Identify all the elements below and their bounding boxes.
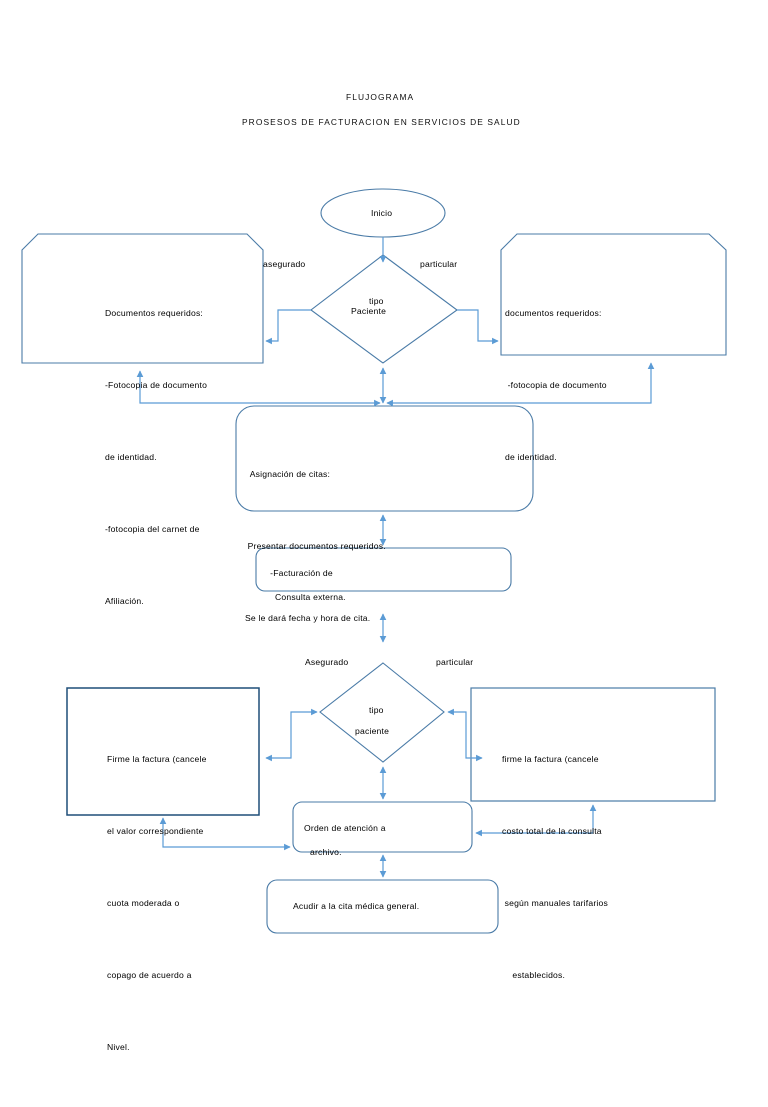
node-facturacion-line-inside: -Facturación de bbox=[265, 568, 333, 578]
firme-left-line-1: Firme la factura (cancele bbox=[107, 754, 207, 764]
node-asignacion-text: Asignación de citas: Presentar documento… bbox=[245, 414, 386, 678]
page-title-line1: FLUJOGRAMA bbox=[346, 92, 415, 102]
node-decision2-shape[interactable] bbox=[319, 662, 445, 763]
node-orden-line-overflow: archivo. bbox=[310, 847, 342, 857]
node-facturacion-shape[interactable] bbox=[255, 547, 512, 592]
connector-firme-right-to-orden bbox=[475, 804, 597, 837]
connector-doc-right-to-asignacion bbox=[386, 362, 655, 407]
firme-left-line-5: Nivel. bbox=[107, 1042, 130, 1052]
doc-right-line-2: -fotocopia de documento bbox=[505, 380, 607, 390]
flowchart-shapes-layer bbox=[21, 188, 727, 934]
node-facturacion-line-overflow: Consulta externa. bbox=[275, 592, 346, 602]
branch-label-particular-bottom: particular bbox=[436, 657, 474, 667]
connector-decision1-to-doc-left bbox=[265, 309, 311, 345]
doc-left-line-4: -fotocopia del carnet de bbox=[105, 524, 200, 534]
branch-label-asegurado-top: asegurado bbox=[263, 259, 306, 269]
firme-left-line-2: el valor correspondiente bbox=[107, 826, 204, 836]
node-orden-line-inside: Orden de atención a bbox=[304, 823, 386, 833]
node-acudir-shape[interactable] bbox=[266, 879, 499, 934]
connector-doc-left-to-asignacion bbox=[136, 370, 381, 407]
doc-left-line-5: Afiliación. bbox=[105, 596, 144, 606]
node-decision2-line2: paciente bbox=[355, 726, 390, 736]
node-firme-left-shape[interactable] bbox=[66, 687, 260, 816]
node-doc-left-text: Documentos requeridos: -Fotocopia de doc… bbox=[105, 253, 207, 661]
doc-right-line-1: documentos requeridos: bbox=[505, 308, 602, 318]
branch-label-asegurado-bottom: Asegurado bbox=[305, 657, 349, 667]
node-doc-right-text: documentos requeridos: -fotocopia de doc… bbox=[505, 253, 607, 517]
firme-right-line-4: establecidos. bbox=[502, 970, 566, 980]
connector-decision1-to-doc-right bbox=[457, 309, 499, 345]
doc-left-line-2: -Fotocopia de documento bbox=[105, 380, 208, 390]
asignacion-line-1: Asignación de citas: bbox=[245, 469, 331, 479]
page-title-line2: PROSESOS DE FACTURACION EN SERVICIOS DE … bbox=[242, 117, 521, 127]
node-doc-right-shape[interactable] bbox=[500, 233, 727, 356]
node-doc-left-shape[interactable] bbox=[21, 233, 264, 364]
doc-left-line-1: Documentos requeridos: bbox=[105, 308, 204, 318]
firme-right-line-2: costo total de la consulta bbox=[502, 826, 602, 836]
node-asignacion-shape[interactable] bbox=[235, 405, 534, 512]
firme-left-line-3: cuota moderada o bbox=[107, 898, 180, 908]
node-start-label: Inicio bbox=[371, 208, 393, 218]
node-decision1-shape[interactable] bbox=[310, 254, 458, 364]
asignacion-line-2: Presentar documentos requeridos. bbox=[245, 541, 386, 551]
branch-label-particular-top: particular bbox=[420, 259, 458, 269]
node-acudir-label: Acudir a la cita médica general. bbox=[293, 901, 420, 911]
node-decision2-line1: tipo bbox=[369, 705, 384, 715]
doc-left-line-3: de identidad. bbox=[105, 452, 157, 462]
connector-firme-left-to-orden bbox=[159, 817, 291, 851]
connector-decision2-to-firme-left bbox=[265, 708, 318, 762]
node-decision1-line2: Paciente bbox=[351, 306, 387, 316]
node-firme-left-text: Firme la factura (cancele el valor corre… bbox=[107, 699, 207, 1107]
node-firme-right-text: firme la factura (cancele costo total de… bbox=[502, 699, 608, 1035]
firme-right-line-3: según manuales tarifarios bbox=[502, 898, 608, 908]
flowchart-canvas: FLUJOGRAMA PROSESOS DE FACTURACION EN SE… bbox=[21, 92, 727, 1052]
node-decision1-line1: tipo bbox=[369, 296, 384, 306]
node-orden-shape[interactable] bbox=[292, 801, 473, 853]
connector-decision2-to-firme-right bbox=[447, 708, 483, 762]
doc-right-line-3: de identidad. bbox=[505, 452, 557, 462]
firme-right-line-1: firme la factura (cancele bbox=[502, 754, 599, 764]
asignacion-line-3: Se le dará fecha y hora de cita. bbox=[245, 613, 371, 623]
firme-left-line-4: copago de acuerdo a bbox=[107, 970, 192, 980]
